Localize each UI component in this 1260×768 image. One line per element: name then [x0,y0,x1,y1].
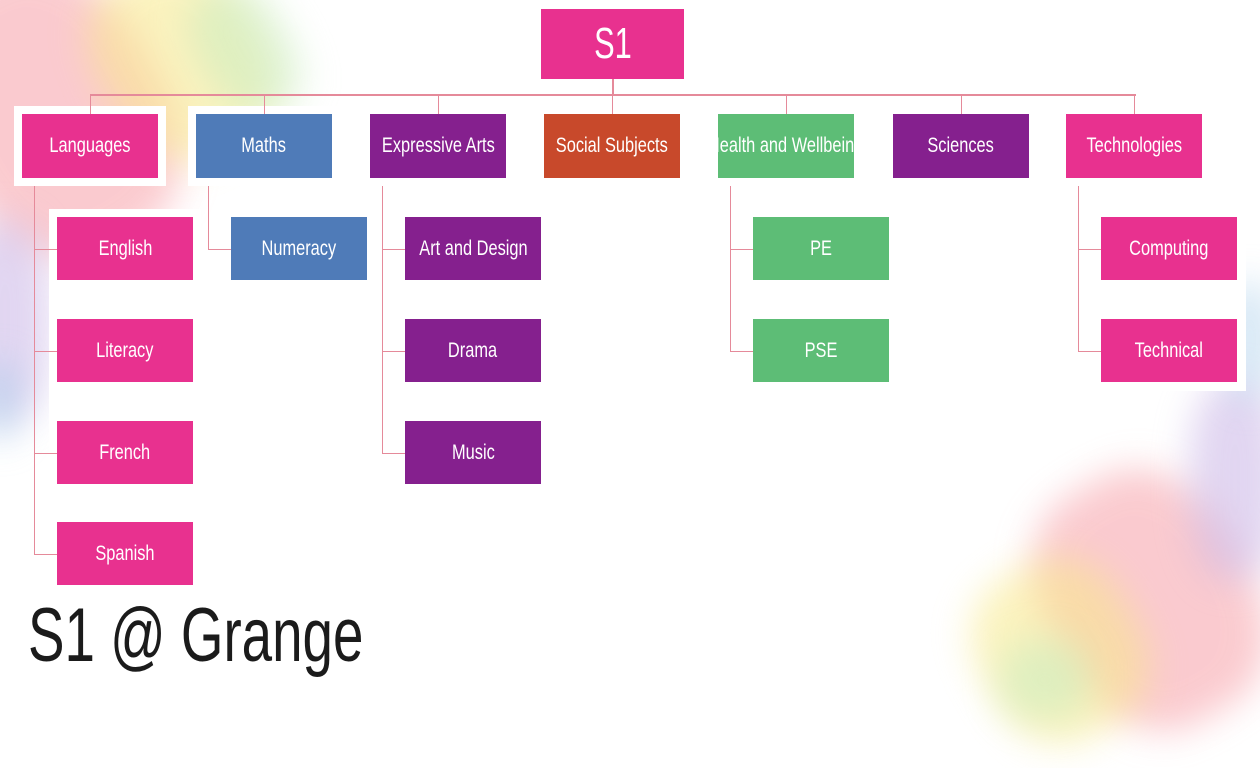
connector-line [730,351,753,352]
connector-line [382,453,405,454]
subject-drama[interactable]: Drama [405,319,541,382]
subject-art-and-design-label: Art and Design [418,236,528,260]
category-languages[interactable]: Languages [22,114,158,178]
connector-line [1078,351,1101,352]
subject-numeracy[interactable]: Numeracy [231,217,367,280]
connector-line [34,186,35,554]
subject-computing[interactable]: Computing [1101,217,1237,280]
slide-title: S1 @ Grange [28,593,364,678]
connector-line [34,453,57,454]
category-expressive-arts[interactable]: Expressive Arts [370,114,506,178]
subject-numeracy-label: Numeracy [261,236,337,260]
connector-line [382,249,405,250]
subject-art-and-design[interactable]: Art and Design [405,217,541,280]
subject-spanish[interactable]: Spanish [57,522,193,585]
connector-line [90,94,91,114]
category-technologies[interactable]: Technologies [1066,114,1202,178]
connector-line [786,94,787,114]
connector-line [612,94,613,114]
subject-technical-label: Technical [1134,338,1204,362]
root-box-s1-label: S1 [593,19,632,68]
subject-drama-label: Drama [448,338,498,362]
category-maths-label: Maths [241,134,287,157]
connector-line [382,351,405,352]
connector-line [34,554,57,555]
category-technologies-label: Technologies [1086,134,1182,157]
subject-music-label: Music [451,440,495,464]
category-expressive-arts-label: Expressive Arts [381,134,495,157]
connector-line [730,249,753,250]
connector-line [1134,94,1135,114]
connector-line [1078,249,1101,250]
connector-line [34,249,57,250]
subject-pse-label: PSE [804,338,838,362]
category-health-and-wellbeing-label: Health and Wellbeing [708,134,864,157]
connector-line [961,94,962,114]
connector-line [34,351,57,352]
connector-line [208,249,231,250]
subject-computing-label: Computing [1129,236,1209,260]
connector-line [382,186,383,453]
category-sciences-label: Sciences [927,134,995,157]
subject-literacy-label: Literacy [96,338,154,362]
root-box-s1[interactable]: S1 [541,9,684,79]
subject-french-label: French [99,440,151,464]
category-maths[interactable]: Maths [196,114,332,178]
subject-technical[interactable]: Technical [1101,319,1237,382]
subject-music[interactable]: Music [405,421,541,484]
subject-literacy[interactable]: Literacy [57,319,193,382]
subject-french[interactable]: French [57,421,193,484]
connector-line [730,186,731,351]
subject-pe-label: PE [810,236,832,260]
connector-line [90,94,1136,96]
category-social-subjects[interactable]: Social Subjects [544,114,680,178]
subject-english[interactable]: English [57,217,193,280]
category-sciences[interactable]: Sciences [893,114,1029,178]
connector-line [264,94,265,114]
category-social-subjects-label: Social Subjects [556,134,669,157]
category-languages-label: Languages [49,134,131,157]
subject-pse[interactable]: PSE [753,319,889,382]
subject-pe[interactable]: PE [753,217,889,280]
subject-spanish-label: Spanish [95,541,155,565]
connector-line [1078,186,1079,351]
category-health-and-wellbeing[interactable]: Health and Wellbeing [708,114,864,178]
connector-line [208,186,209,249]
subject-english-label: English [98,236,152,260]
connector-line [438,94,439,114]
connector-line [612,79,614,95]
